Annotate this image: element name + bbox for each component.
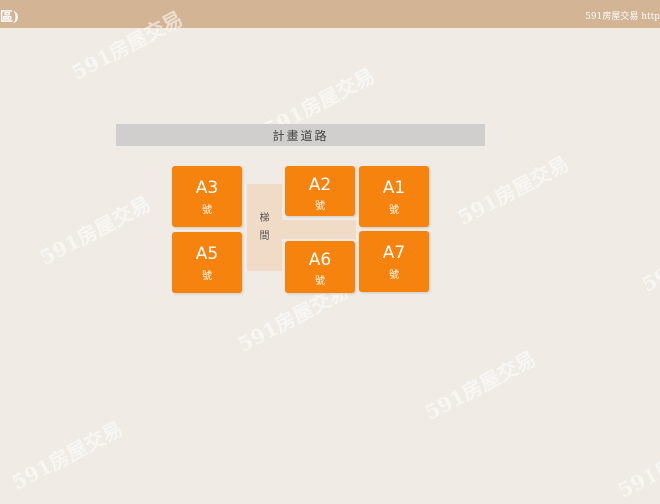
unit-a5[interactable]: A5 號 xyxy=(172,232,242,293)
watermark: 591房屋交易 xyxy=(7,416,127,495)
unit-a1-number: A1 xyxy=(382,178,406,198)
unit-a3[interactable]: A3 號 xyxy=(172,166,242,227)
planned-road: 計畫道路 xyxy=(116,124,485,146)
unit-a7-suffix: 號 xyxy=(389,270,399,281)
unit-a2[interactable]: A2 號 xyxy=(285,166,355,216)
unit-a1-suffix: 號 xyxy=(389,205,399,216)
unit-a5-number: A5 xyxy=(195,244,219,264)
unit-a7-number: A7 xyxy=(382,243,406,263)
watermark: 591房屋交易 xyxy=(420,346,540,425)
unit-a6[interactable]: A6 號 xyxy=(285,241,355,293)
watermark: 591房屋交易 xyxy=(453,151,573,230)
corridor xyxy=(282,220,356,239)
header-title: 區) xyxy=(0,10,20,25)
unit-a5-suffix: 號 xyxy=(202,271,212,282)
header-bar: 區) 591房屋交易 http xyxy=(0,0,660,28)
unit-a2-number: A2 xyxy=(308,175,332,195)
watermark: 591房屋交易 xyxy=(637,218,660,297)
stairwell-label-2: 間 xyxy=(259,230,270,242)
stairwell: 梯 間 xyxy=(247,184,282,271)
unit-a3-number: A3 xyxy=(195,178,219,198)
unit-a7[interactable]: A7 號 xyxy=(359,231,429,292)
unit-a3-suffix: 號 xyxy=(202,205,212,216)
watermark: 591房屋交易 xyxy=(613,424,660,503)
unit-a1[interactable]: A1 號 xyxy=(359,166,429,227)
unit-a6-suffix: 號 xyxy=(315,276,325,287)
watermark: 591房屋交易 xyxy=(35,191,155,270)
unit-a6-number: A6 xyxy=(308,250,332,270)
stairwell-label-1: 梯 xyxy=(259,212,270,224)
header-brand: 591房屋交易 http xyxy=(585,12,660,22)
unit-a2-suffix: 號 xyxy=(315,201,325,212)
